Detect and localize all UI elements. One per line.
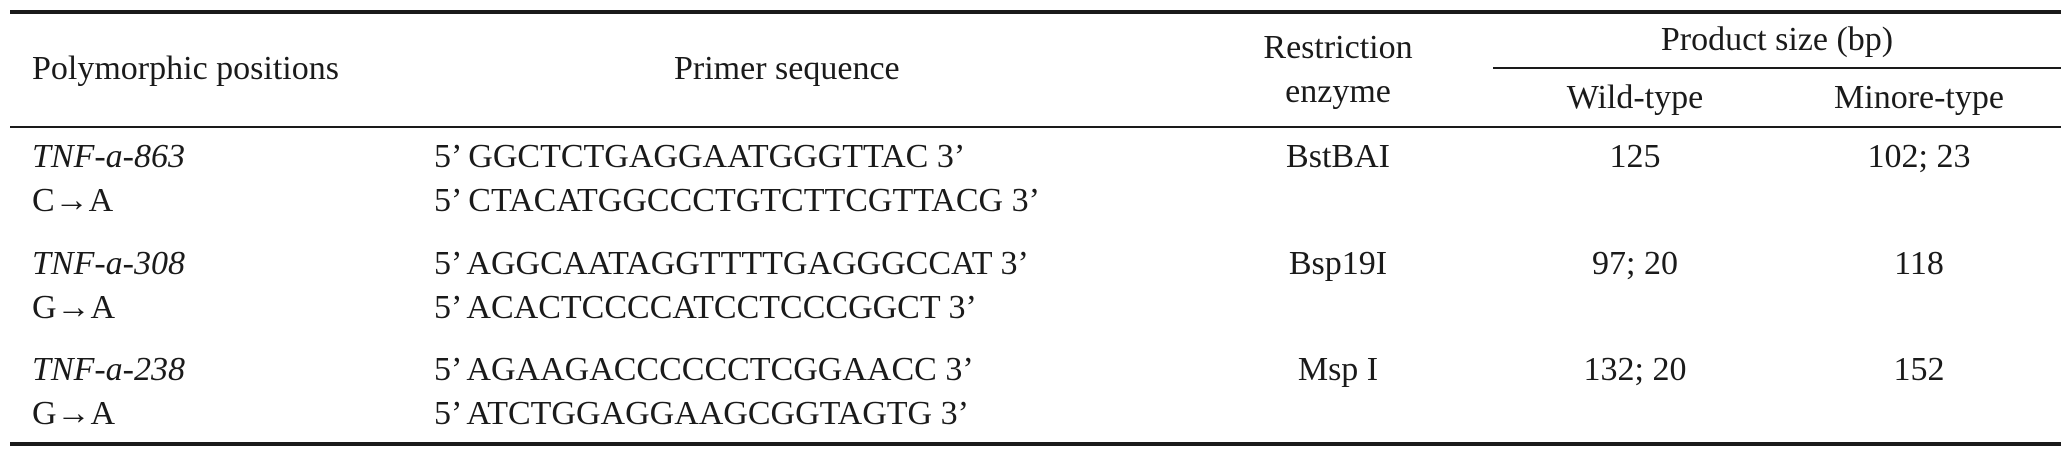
row3-position: TNF-a-238: [32, 351, 185, 388]
header-primer-sequence: Primer sequence: [674, 50, 900, 87]
row3-change: G→A: [32, 395, 116, 432]
row2-wild-type: 97; 20: [1592, 245, 1678, 282]
row2-enzyme: Bsp19I: [1288, 245, 1388, 282]
row2-change: G→A: [32, 289, 116, 326]
header-restriction-enzyme-line2: enzyme: [1285, 73, 1391, 110]
header-wild-type: Wild-type: [1566, 79, 1704, 116]
row2-minore-type: 118: [1894, 245, 1944, 282]
header-polymorphic-positions: Polymorphic positions: [32, 50, 339, 87]
header-minore-type: Minore-type: [1834, 79, 2004, 116]
table-bottom-rule: [10, 442, 2061, 446]
row2-primer-reverse: 5’ ACACTCCCCATCCTCCCGGCT 3’: [434, 289, 977, 326]
product-size-span-rule: [1493, 67, 2061, 69]
row1-primer-reverse: 5’ CTACATGGCCCTGTCTTCGTTACG 3’: [434, 182, 1040, 219]
row3-minore-type: 152: [1893, 351, 1945, 388]
row1-enzyme: BstBAI: [1286, 138, 1390, 175]
row3-primer-reverse: 5’ ATCTGGAGGAAGCGGTAGTG 3’: [434, 395, 969, 432]
table-top-rule: [10, 10, 2061, 14]
row1-primer-forward: 5’ GGCTCTGAGGAATGGGTTAC 3’: [434, 138, 966, 175]
row3-wild-type: 132; 20: [1583, 351, 1687, 388]
header-product-size: Product size (bp): [1660, 21, 1894, 58]
row2-primer-forward: 5’ AGGCAATAGGTTTTGAGGGCCAT 3’: [434, 245, 1029, 282]
row3-enzyme: Msp I: [1297, 351, 1379, 388]
row3-primer-forward: 5’ AGAAGACCCCCCTCGGAACC 3’: [434, 351, 974, 388]
row1-position: TNF-a-863: [32, 138, 185, 175]
row1-change: C→A: [32, 182, 114, 219]
table-header-rule: [10, 126, 2061, 128]
row1-wild-type: 125: [1609, 138, 1661, 175]
row1-minore-type: 102; 23: [1867, 138, 1971, 175]
header-restriction-enzyme-line1: Restriction: [1263, 29, 1413, 66]
row2-position: TNF-a-308: [32, 245, 185, 282]
